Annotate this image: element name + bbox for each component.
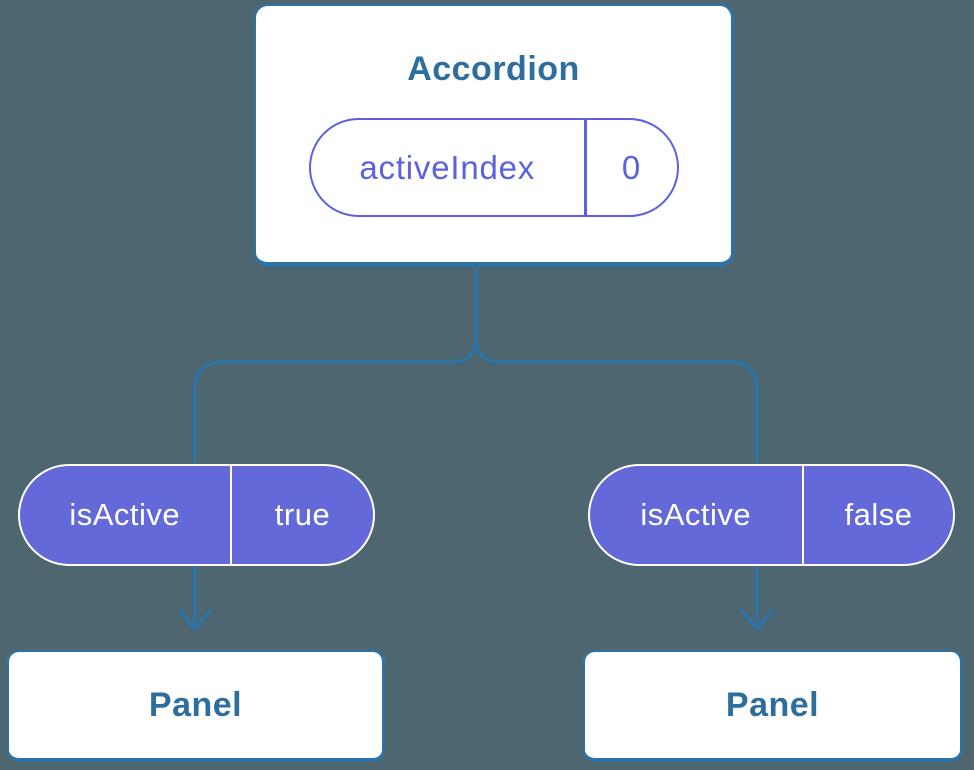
panel-left-title: Panel: [148, 685, 243, 724]
panel-right-title: Panel: [725, 685, 820, 724]
connector-left-branch: [193, 269, 478, 628]
prop-pill-right-value: false: [844, 497, 913, 532]
connector-right-branch: [474, 269, 759, 628]
arrow-down-icon: [740, 609, 774, 631]
prop-pill-left-value: true: [274, 497, 331, 532]
prop-pill-left: isActive true: [18, 464, 375, 566]
arrow-down-icon: [178, 609, 212, 631]
panel-node-right: Panel: [583, 650, 963, 762]
prop-pill-left-name: isActive: [69, 497, 181, 532]
prop-pill-right-name: isActive: [640, 497, 752, 532]
panel-node-left: Panel: [7, 650, 385, 762]
accordion-node: Accordion activeIndex 0: [254, 4, 734, 267]
prop-pill-right: isActive false: [588, 464, 955, 566]
state-pill: activeIndex 0: [308, 118, 679, 217]
state-pill-value: 0: [621, 148, 642, 186]
pill-divider: [229, 466, 232, 564]
state-pill-name: activeIndex: [359, 148, 536, 186]
pill-divider: [584, 120, 587, 215]
accordion-title: Accordion: [407, 50, 580, 88]
pill-divider: [801, 466, 804, 564]
